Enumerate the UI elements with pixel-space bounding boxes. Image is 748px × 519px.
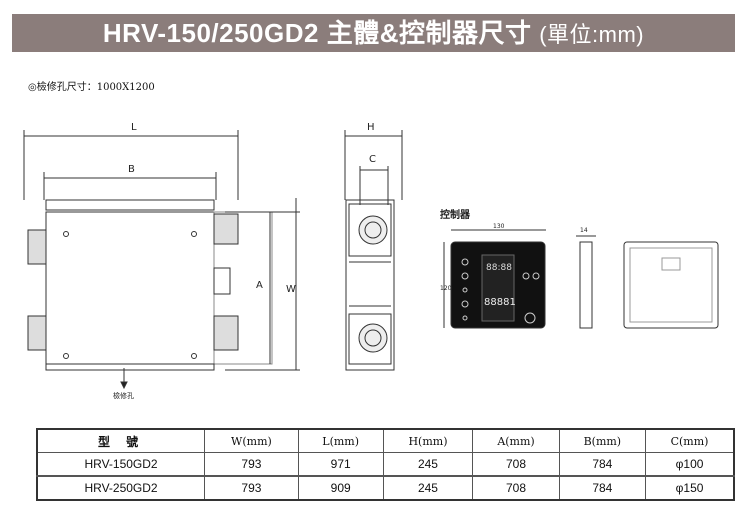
dim-W-label: W [286, 284, 296, 295]
dimension-table: 型 號 W(mm) L(mm) H(mm) A(mm) B(mm) C(mm) … [36, 428, 735, 501]
cell: 784 [558, 475, 647, 501]
cell: HRV-150GD2 [36, 452, 206, 477]
cell: 793 [204, 475, 299, 501]
cell: 971 [297, 452, 384, 477]
cell: HRV-250GD2 [36, 475, 206, 501]
dim-L-label: L [131, 122, 137, 133]
cell: 784 [558, 452, 647, 477]
table-header-row: 型 號 W(mm) L(mm) H(mm) A(mm) B(mm) C(mm) [36, 428, 735, 453]
dim-C-label: C [369, 154, 376, 165]
header-l: L(mm) [297, 428, 384, 453]
access-hole-note: ◎檢修孔尺寸：1000X1200 [28, 82, 155, 93]
header-c: C(mm) [645, 428, 735, 453]
cell: 708 [472, 452, 560, 477]
controller-lcd-value: 88881 [484, 297, 516, 308]
cell: 708 [472, 475, 560, 501]
dim-H-label: H [367, 122, 375, 133]
cell: 793 [204, 452, 299, 477]
header-model: 型 號 [36, 428, 206, 453]
controller-side-view [579, 241, 593, 329]
controller-title: 控制器 [440, 208, 471, 221]
dim-A-label: A [256, 280, 263, 291]
header-h: H(mm) [382, 428, 474, 453]
dim-B-label: B [128, 164, 135, 175]
controller-lcd-time: 88:88 [486, 263, 512, 273]
title-text: HRV-150/250GD2 主體&控制器尺寸 [102, 18, 532, 48]
cell: 245 [382, 452, 474, 477]
controller-height-label: 120 [440, 285, 452, 292]
table-row: HRV-150GD2 793 971 245 708 784 φ100 [36, 452, 735, 477]
main-unit-front-view [23, 130, 300, 390]
title-unit: (單位:mm) [539, 22, 645, 47]
page-title: HRV-150/250GD2 主體&控制器尺寸 (單位:mm) [12, 14, 735, 52]
cell: φ150 [645, 475, 735, 501]
table-row: HRV-250GD2 793 909 245 708 784 φ150 [36, 475, 735, 501]
header-a: A(mm) [472, 428, 560, 453]
cell: 909 [297, 475, 384, 501]
main-unit-side-view [344, 130, 403, 371]
header-b: B(mm) [558, 428, 647, 453]
header-w: W(mm) [204, 428, 299, 453]
cell: 245 [382, 475, 474, 501]
access-hole-label: 檢修孔 [113, 391, 134, 400]
controller-depth-label: 14 [580, 227, 588, 234]
cell: φ100 [645, 452, 735, 477]
controller-back-view [623, 241, 719, 329]
controller-width-label: 130 [493, 223, 505, 230]
